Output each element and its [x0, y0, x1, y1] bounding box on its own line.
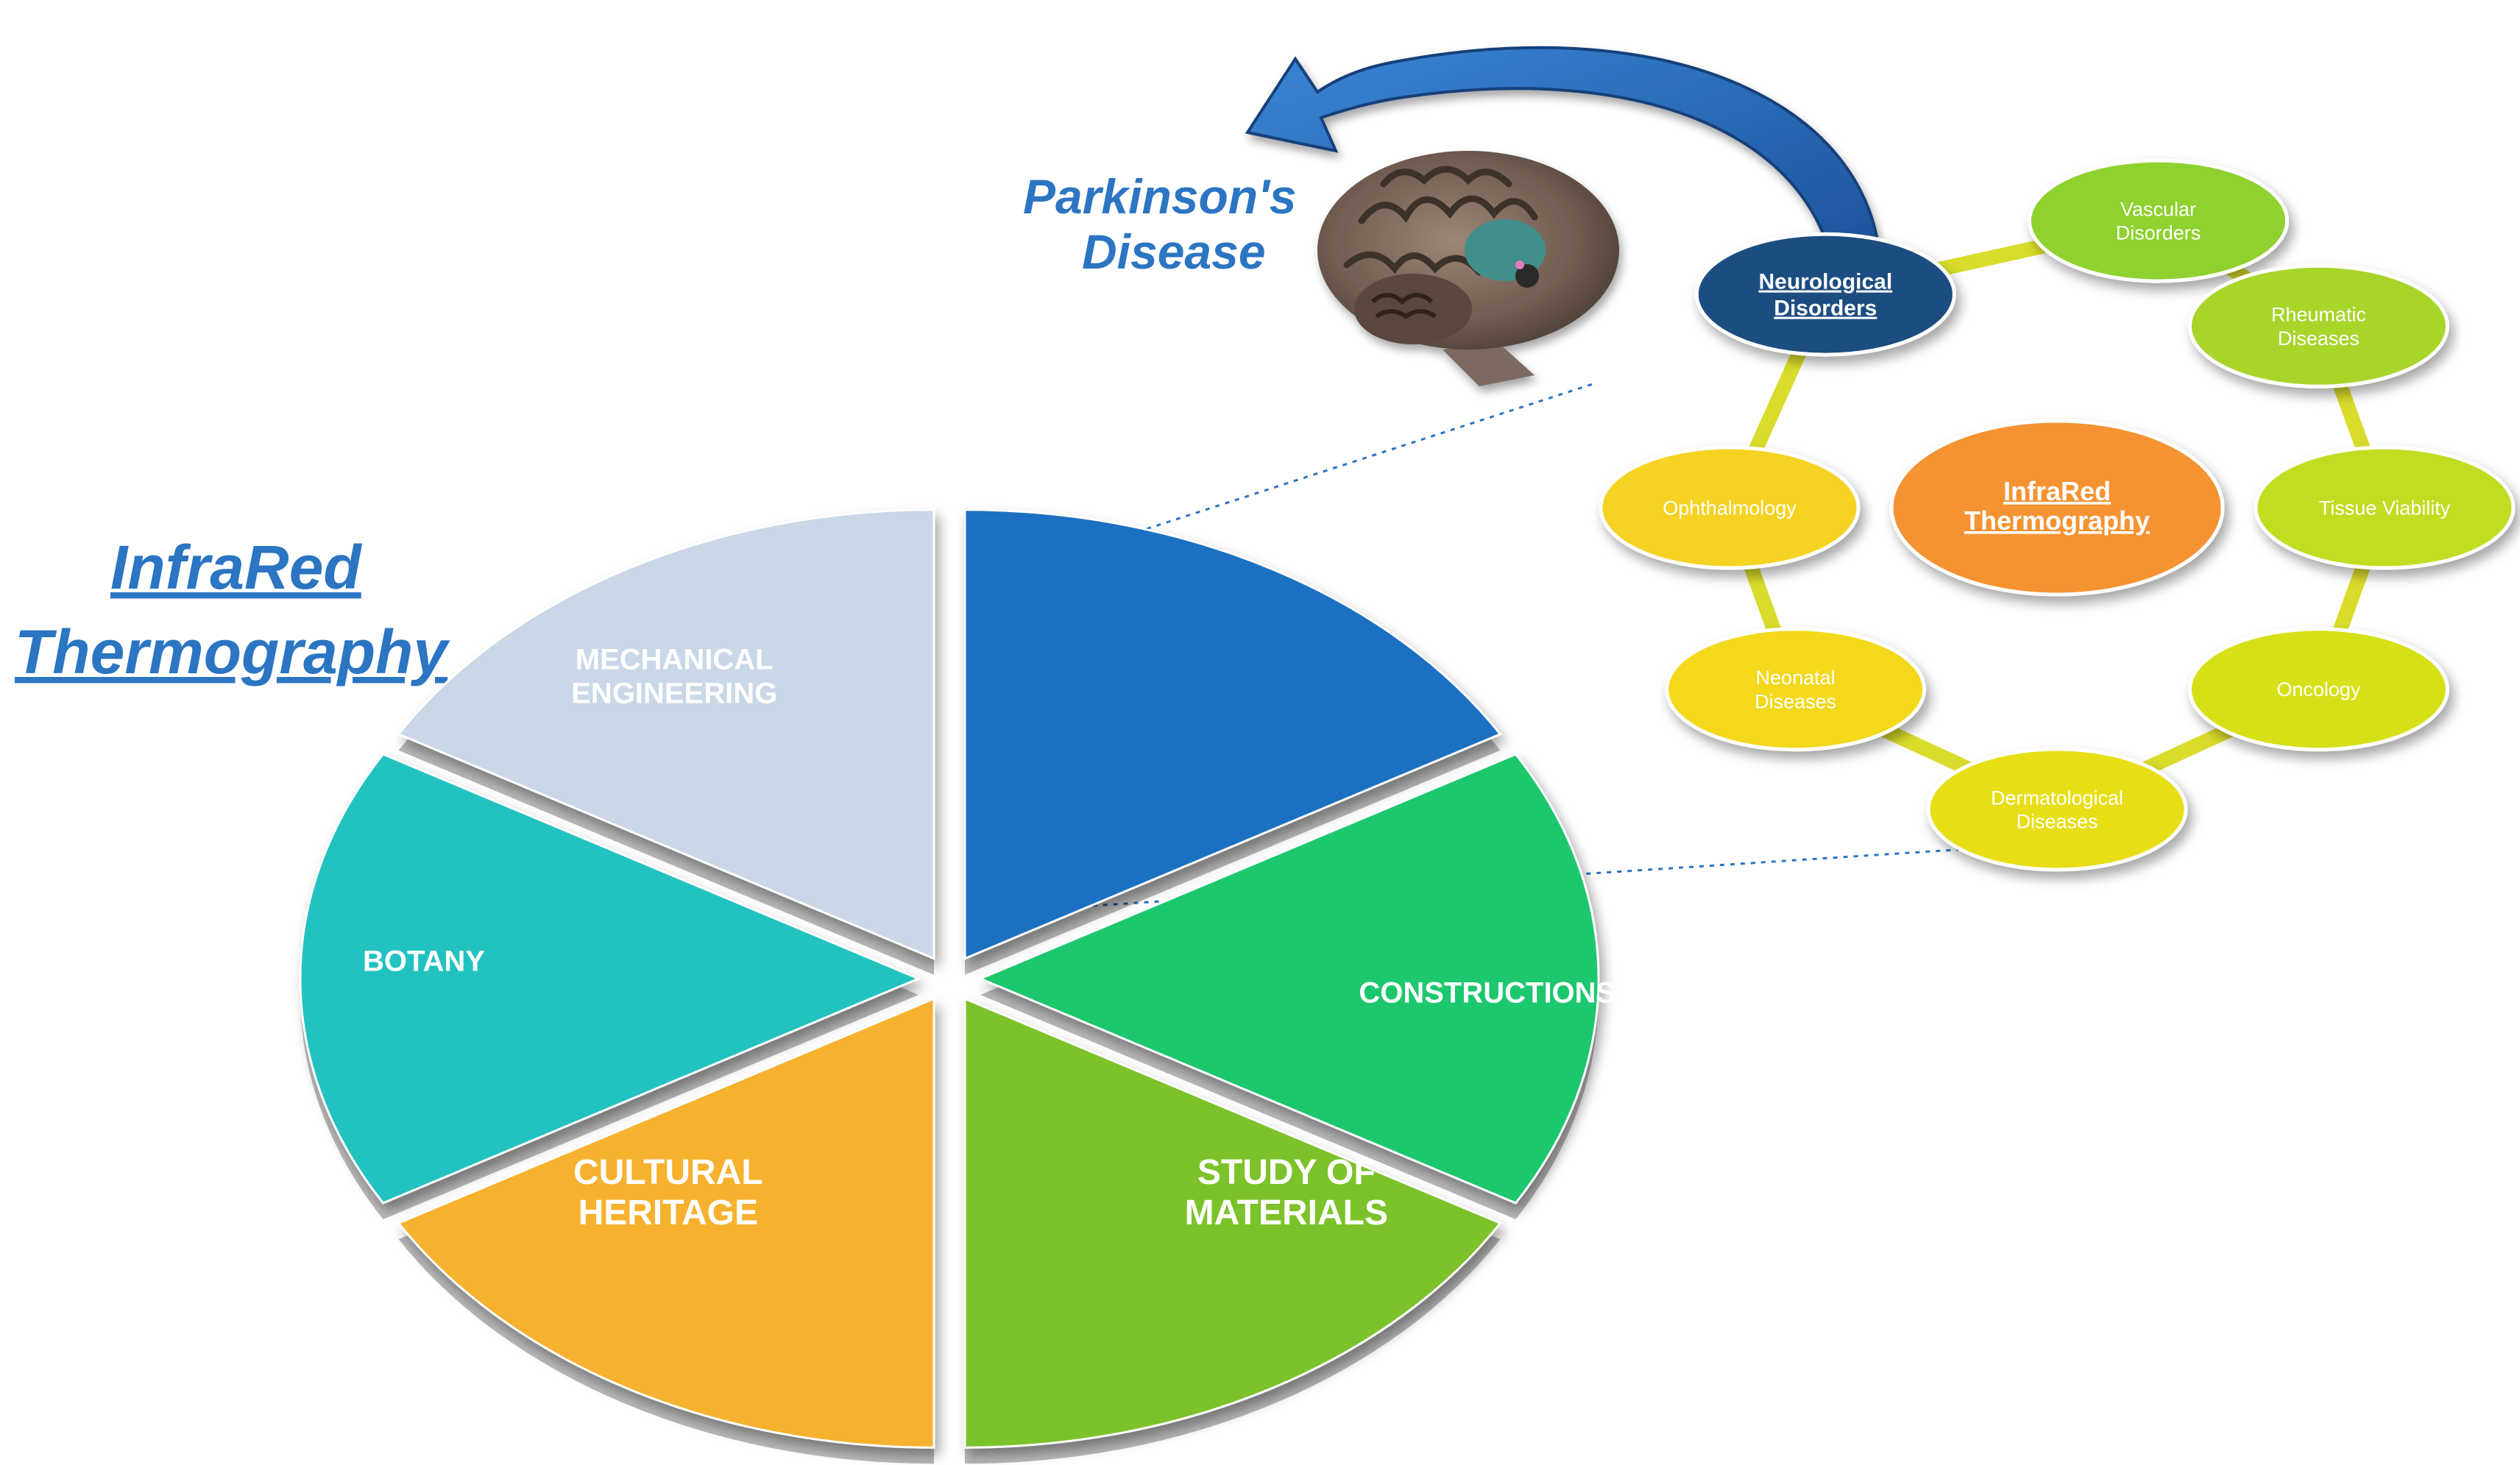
application-pie: BIOMEDICINECONSTRUCTIONSSTUDY OFMATERIAL…	[299, 508, 1615, 1464]
pie-slice-face	[299, 753, 921, 1205]
pie-slice-face	[397, 997, 935, 1449]
ring-node-label: Diseases	[1755, 690, 1836, 712]
ring-node-ophthalmology: Ophthalmology	[1599, 445, 1861, 570]
pie-slice-face	[977, 753, 1600, 1205]
pie-slice-label: HERITAGE	[578, 1193, 758, 1232]
pie-slice-label: ENGINEERING	[571, 677, 777, 709]
ring-node-label: Oncology	[2276, 678, 2361, 700]
ring-node-label: Ophthalmology	[1663, 497, 1797, 519]
main-title-line1: InfraRed	[110, 533, 362, 602]
pie-slice-label: CONSTRUCTIONS	[1359, 976, 1615, 1009]
ring-node-label: Tissue Viability	[2319, 497, 2451, 519]
pie-slice-label: STUDY OF	[1197, 1153, 1376, 1192]
ring-node-oncology: Oncology	[2187, 627, 2449, 752]
pie-slice-face	[963, 997, 1502, 1449]
callout-line2: Disease	[1082, 224, 1266, 279]
ring-node-label: Dermatological	[1991, 787, 2123, 809]
medical-applications-ring: InfraRedThermographyVascularDisordersRhe…	[1599, 158, 2516, 872]
pie-slice-botany: BOTANY	[299, 753, 921, 1219]
ring-node-label: Disorders	[2116, 222, 2201, 244]
pie-slice-label: MATERIALS	[1185, 1193, 1388, 1232]
ring-node-label: Neurological	[1758, 270, 1892, 294]
ring-center-label: InfraRed	[2003, 476, 2111, 506]
pie-slice-face	[963, 508, 1502, 960]
ring-node-label: Diseases	[2278, 327, 2360, 350]
ring-node-label: Neonatal	[1756, 667, 1836, 689]
callout-line1: Parkinson's	[1023, 169, 1297, 224]
parkinsons-callout: Parkinson's Disease	[1023, 169, 1297, 279]
curved-arrow	[1245, 46, 1883, 292]
main-title: InfraRed Thermography	[15, 533, 450, 687]
ring-node-label: Vascular	[2120, 198, 2196, 220]
connector-lines	[989, 381, 2069, 914]
ring-node-label: Rheumatic	[2271, 304, 2366, 326]
pie-slice-label: CULTURAL	[573, 1153, 763, 1192]
pie-slice-label: MECHANICAL	[576, 643, 774, 675]
pie-slice-face	[397, 508, 935, 960]
main-title-line2: Thermography	[15, 617, 450, 687]
ring-center-label: Thermography	[1964, 506, 2150, 536]
pie-slice-label: BOTANY	[363, 946, 485, 978]
ring-node-tissue-viability: Tissue Viability	[2254, 445, 2516, 570]
ring-node-label: Disorders	[1774, 297, 1877, 321]
ring-node-label: Diseases	[2016, 811, 2098, 833]
brain-illustration	[1317, 151, 1619, 386]
pie-slice-constructions: CONSTRUCTIONS	[977, 753, 1615, 1219]
